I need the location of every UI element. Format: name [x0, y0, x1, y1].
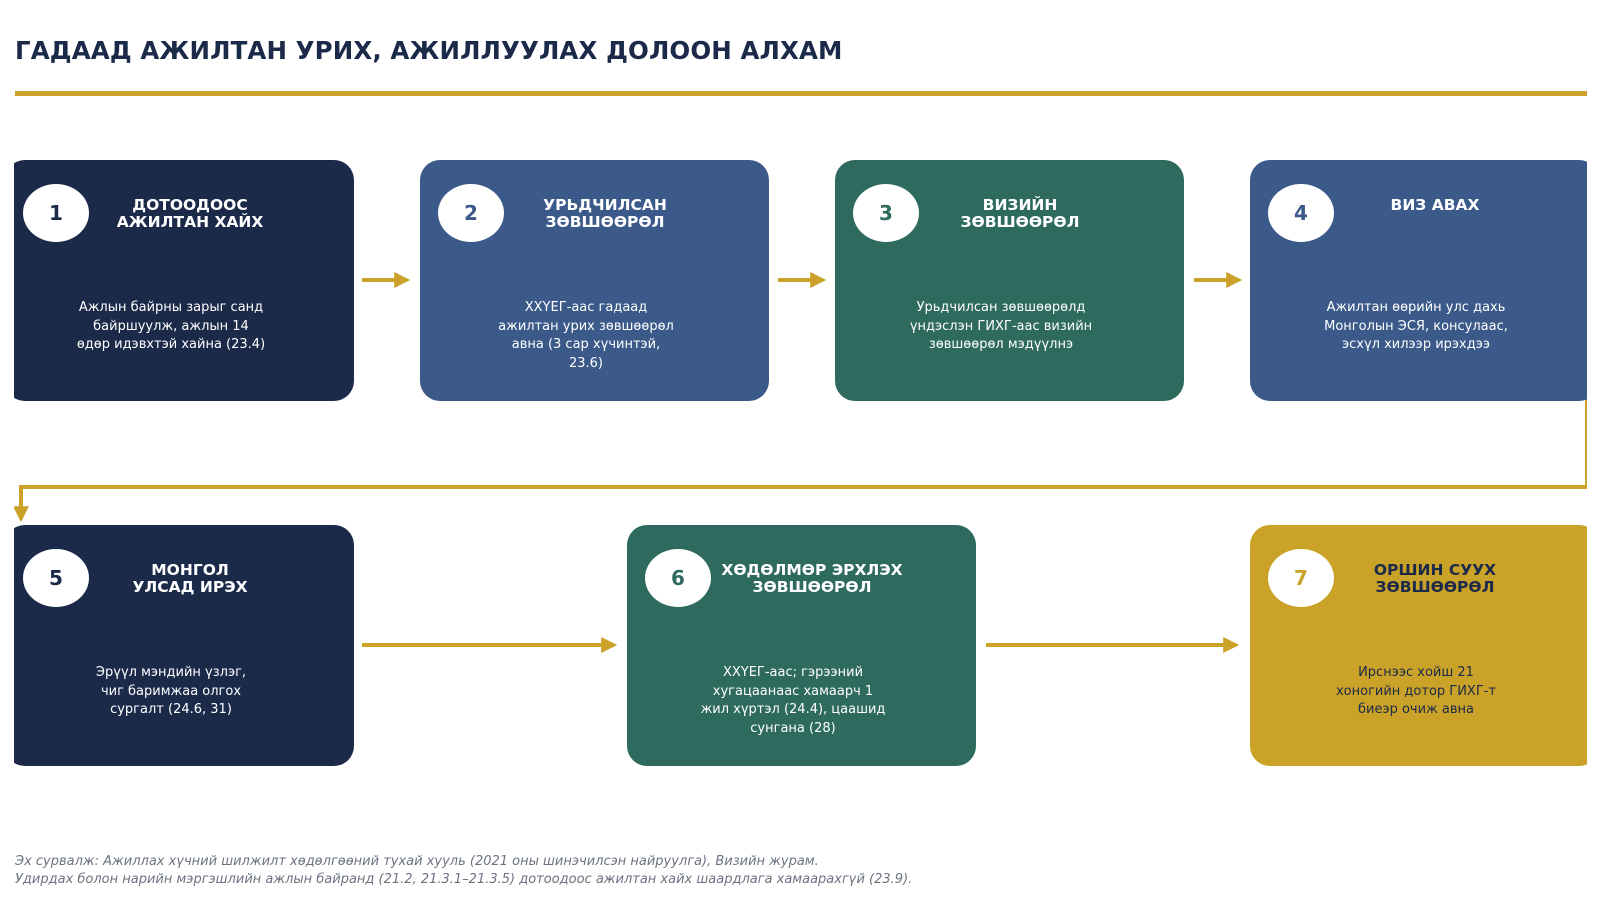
source-footnote: Эх сурвалж: Ажиллах хүчний шилжилт хөдөл… — [15, 853, 912, 889]
step-card-6: 6 ХӨДӨЛМӨР ЭРХЛЭХ ЗӨВШӨӨРӨЛ ХХҮЕГ-аас; г… — [627, 525, 976, 766]
step-number-badge: 4 — [1268, 184, 1334, 242]
step-description: ХХҮЕГ-аас гадаад ажилтан урих зөвшөөрөл … — [498, 300, 674, 371]
step-title: ВИЗИЙН ЗӨВШӨӨРӨЛ — [960, 196, 1080, 231]
step-card-7: 7 ОРШИН СУУХ ЗӨВШӨӨРӨЛ Ирснээс хойш 21 х… — [1250, 525, 1587, 766]
title-divider — [15, 91, 1587, 96]
step-description: Ирснээс хойш 21 хоногийн дотор ГИХГ-т би… — [1335, 665, 1497, 717]
step-title: ДОТООДООС АЖИЛТАН ХАЙХ — [116, 196, 264, 231]
step-title: ОРШИН СУУХ ЗӨВШӨӨРӨЛ — [1373, 561, 1497, 596]
step-description: Ажлын байрны зарыг санд байршуулж, ажлын… — [76, 300, 266, 352]
process-diagram: 1 ДОТООДООС АЖИЛТАН ХАЙХ Ажлын байрны за… — [14, 100, 1587, 800]
step-description: ХХҮЕГ-аас; гэрээний хугацаанаас хамаарч … — [700, 665, 886, 736]
step-number-badge: 2 — [438, 184, 504, 242]
step-title: МОНГОЛ УЛСАД ИРЭХ — [132, 561, 248, 596]
step-number-badge: 5 — [23, 549, 89, 607]
step-number-badge: 1 — [23, 184, 89, 242]
footnote-source-line: Эх сурвалж: Ажиллах хүчний шилжилт хөдөл… — [15, 854, 819, 869]
step-description: Эрүүл мэндийн үзлэг, чиг баримжаа олгох … — [95, 665, 247, 717]
step-card-3: 3 ВИЗИЙН ЗӨВШӨӨРӨЛ Урьдчилсан зөвшөөрөлд… — [835, 160, 1184, 401]
step-card-5: 5 МОНГОЛ УЛСАД ИРЭХ Эрүүл мэндийн үзлэг,… — [14, 525, 354, 766]
step-number-badge: 6 — [645, 549, 711, 607]
step-title: ВИЗ АВАХ — [1390, 196, 1480, 214]
step-description: Ажилтан өөрийн улс дахь Монголын ЭСЯ, ко… — [1324, 300, 1508, 352]
step-title: ХӨДӨЛМӨР ЭРХЛЭХ ЗӨВШӨӨРӨЛ — [721, 561, 903, 596]
step-description: Урьдчилсан зөвшөөрөлд үндэслэн ГИХГ-аас … — [909, 300, 1093, 352]
footnote-exemption-line: Удирдах болон нарийн мэргэшлийн ажлын ба… — [15, 872, 913, 887]
step-title: УРЬДЧИЛСАН ЗӨВШӨӨРӨЛ — [543, 196, 667, 231]
step-card-4: 4 ВИЗ АВАХ Ажилтан өөрийн улс дахь Монго… — [1250, 160, 1587, 401]
page-title: ГАДААД АЖИЛТАН УРИХ, АЖИЛЛУУЛАХ ДОЛООН А… — [15, 36, 843, 65]
step-card-2: 2 УРЬДЧИЛСАН ЗӨВШӨӨРӨЛ ХХҮЕГ-аас гадаад … — [420, 160, 769, 401]
step-number-badge: 3 — [853, 184, 919, 242]
step-card-1: 1 ДОТООДООС АЖИЛТАН ХАЙХ Ажлын байрны за… — [14, 160, 354, 401]
step-number-badge: 7 — [1268, 549, 1334, 607]
